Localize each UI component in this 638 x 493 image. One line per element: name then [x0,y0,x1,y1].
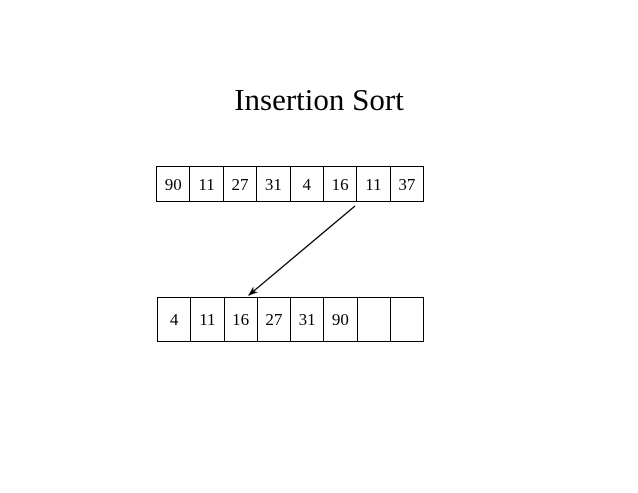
array-cell: 31 [257,167,291,201]
array-cell [390,298,423,341]
page-title: Insertion Sort [234,82,404,117]
array-cell: 4 [290,167,324,201]
array-cell: 37 [390,167,423,201]
insertion-move-arrow-icon [248,205,356,296]
array-cell: 11 [357,167,391,201]
array-cell: 27 [257,298,291,341]
array-cell: 16 [224,298,258,341]
array-cell: 11 [190,167,224,201]
array-cell: 90 [324,298,358,341]
array-cell: 31 [291,298,325,341]
array-cell: 11 [191,298,225,341]
array-cell: 27 [223,167,258,201]
array-cell: 16 [323,167,358,201]
array-cell: 4 [158,298,192,341]
array-cell [357,298,391,341]
sorted-array-row: 4 11 16 27 31 90 [157,297,424,342]
unsorted-array-row: 90 11 27 31 4 16 11 37 [156,166,424,202]
array-cell: 90 [157,167,191,201]
